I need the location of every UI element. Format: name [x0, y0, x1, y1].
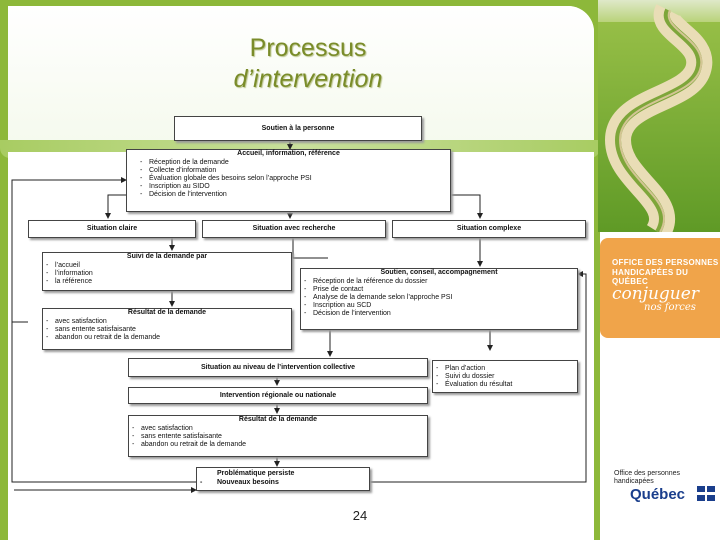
brand-box — [600, 238, 720, 338]
list-item: Collecte d’information — [137, 167, 450, 175]
box-soutien-conseil: Soutien, conseil, accompagnement Récepti… — [300, 268, 578, 330]
box-situation-claire: Situation claire — [28, 220, 196, 238]
list-item: l’accueil — [43, 262, 291, 270]
list-item: avec satisfaction — [43, 318, 291, 326]
slide-title-line1: Processus — [249, 34, 367, 62]
box-title: Situation au niveau de l’intervention co… — [200, 363, 356, 371]
box-title: Résultat de la demande — [127, 309, 207, 316]
arrow — [370, 271, 587, 483]
box-suivi-demande: Suivi de la demande par l’accueil l’info… — [42, 252, 292, 291]
list-item: Inscription au SIDO — [137, 183, 450, 191]
list-item: Nouveaux besoins — [197, 479, 369, 487]
list-item: sans entente satisfaisante — [43, 326, 291, 334]
arrow — [451, 194, 483, 219]
list-item: Inscription au SCD — [301, 302, 577, 310]
box-title: Soutien, conseil, accompagnement — [380, 269, 498, 276]
gov-caption-line1: Office des personnes — [614, 470, 681, 477]
box-accueil: Accueil, information, référence Réceptio… — [126, 149, 451, 212]
list-item: Suivi du dossier — [433, 373, 577, 381]
box-resultat-demande-1: Résultat de la demande avec satisfaction… — [42, 308, 292, 350]
list-item: abandon ou retrait de la demande — [129, 441, 427, 449]
list-item: Plan d’action — [433, 365, 577, 373]
gov-caption-line2: handicapées — [614, 478, 654, 485]
list-item: la référence — [43, 278, 291, 286]
list-item: avec satisfaction — [129, 425, 427, 433]
box-title: Situation complexe — [456, 225, 522, 232]
arrow — [105, 194, 126, 219]
box-title: Suivi de la demande par — [126, 253, 208, 260]
box-intervention-collective: Situation au niveau de l’intervention co… — [128, 358, 428, 377]
box-situation-complexe: Situation complexe — [392, 220, 586, 238]
list-item: Réception de la référence du dossier — [301, 278, 577, 286]
fleur-de-lis-icon — [697, 495, 705, 501]
fleur-de-lis-icon — [697, 486, 705, 492]
fleur-de-lis-icon — [707, 495, 715, 501]
brand-name-line2: HANDICAPÉES DU QUÉBEC — [612, 268, 689, 286]
fleur-de-lis-icon — [707, 486, 715, 492]
brand-name-line1: OFFICE DES PERSONNES — [612, 258, 719, 267]
box-title: Soutien à la personne — [261, 124, 335, 132]
list-item: Réception de la demande — [137, 159, 450, 167]
page-number: 24 — [352, 508, 368, 523]
box-line: Problématique persiste — [217, 470, 295, 477]
box-title: Intervention régionale ou nationale — [219, 391, 337, 399]
box-title: Accueil, information, référence — [237, 150, 340, 157]
box-resultat-demande-2: Résultat de la demande avec satisfaction… — [128, 415, 428, 457]
connector — [11, 322, 196, 483]
list-item: abandon ou retrait de la demande — [43, 334, 291, 342]
box-problematique-persiste: Problématique persiste Nouveaux besoins — [196, 467, 370, 491]
list-item: Décision de l’intervention — [301, 310, 577, 318]
quebec-wordmark: Québec — [630, 486, 686, 503]
list-item: Évaluation du résultat — [433, 381, 577, 389]
box-plan-action: Plan d’action Suivi du dossier Évaluatio… — [432, 360, 578, 393]
gov-logo-caption: Office des personnes handicapées — [614, 470, 680, 486]
list-item: l’information — [43, 270, 291, 278]
road-photo-image — [598, 0, 720, 232]
slide-title-line2: d’intervention — [233, 65, 383, 93]
box-soutien-personne: Soutien à la personne — [174, 116, 422, 141]
box-title: Situation avec recherche — [252, 225, 336, 232]
slogan-line2: nos forces — [644, 302, 696, 313]
list-item: Analyse de la demande selon l’approche P… — [301, 294, 577, 302]
box-title: Résultat de la demande — [238, 416, 318, 423]
list-item: Évaluation globale des besoins selon l’a… — [137, 175, 450, 183]
connector — [292, 238, 328, 259]
arrow — [11, 177, 127, 323]
slogan-line1: conjuguer — [612, 284, 699, 304]
box-situation-recherche: Situation avec recherche — [202, 220, 386, 238]
list-item: sans entente satisfaisante — [129, 433, 427, 441]
box-intervention-regionale: Intervention régionale ou nationale — [128, 387, 428, 404]
list-item: Prise de contact — [301, 286, 577, 294]
box-title: Situation claire — [86, 225, 138, 232]
list-item: Décision de l’intervention — [137, 191, 450, 199]
flow-connectors — [11, 141, 587, 493]
